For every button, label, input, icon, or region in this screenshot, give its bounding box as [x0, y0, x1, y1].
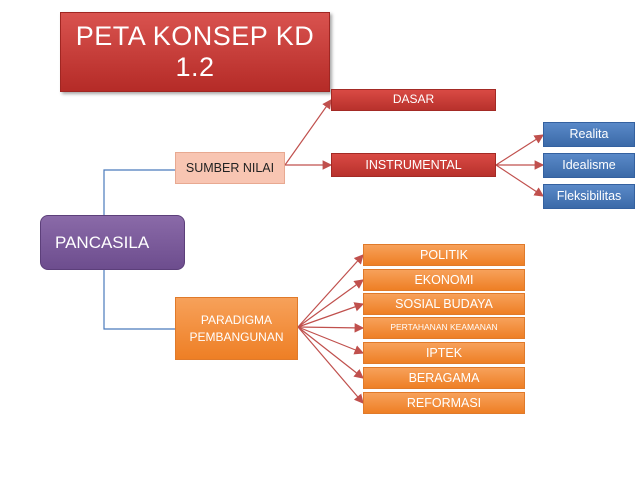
arrow-paradigma-politik: [297, 254, 364, 328]
node-sosial-budaya: SOSIAL BUDAYA: [363, 293, 525, 315]
arrow-paradigma-reformasi: [297, 326, 364, 404]
arrow-instrumental-fleksibilitas: [495, 164, 545, 197]
line-root-sumber: [103, 169, 175, 215]
node-beragama: BERAGAMA: [363, 367, 525, 389]
node-pancasila: PANCASILA: [40, 215, 185, 270]
node-fleksibilitas: Fleksibilitas: [543, 184, 635, 209]
node-iptek: IPTEK: [363, 342, 525, 364]
line-root-paradigma: [103, 270, 175, 330]
arrow-paradigma-pertahanan: [297, 323, 365, 333]
arrow-paradigma-iptek: [297, 326, 365, 355]
node-dasar: DASAR: [331, 89, 496, 111]
arrow-paradigma-beragama: [297, 326, 364, 379]
arrow-paradigma-ekonomi: [297, 279, 364, 328]
node-sumber-nilai: SUMBER NILAI: [175, 152, 285, 184]
arrow-sumber-dasar: [284, 99, 332, 166]
node-idealisme: Idealisme: [543, 153, 635, 178]
node-instrumental: INSTRUMENTAL: [331, 153, 496, 177]
node-ekonomi: EKONOMI: [363, 269, 525, 291]
arrow-instrumental-realita: [495, 134, 545, 166]
arrow-paradigma-sosial: [297, 302, 365, 328]
node-pertahanan-keamanan: PERTAHANAN KEAMANAN: [363, 317, 525, 339]
node-reformasi: REFORMASI: [363, 392, 525, 414]
page-title: PETA KONSEP KD 1.2: [60, 12, 330, 92]
node-realita: Realita: [543, 122, 635, 147]
node-paradigma-pembangunan: PARADIGMA PEMBANGUNAN: [175, 297, 298, 360]
node-politik: POLITIK: [363, 244, 525, 266]
